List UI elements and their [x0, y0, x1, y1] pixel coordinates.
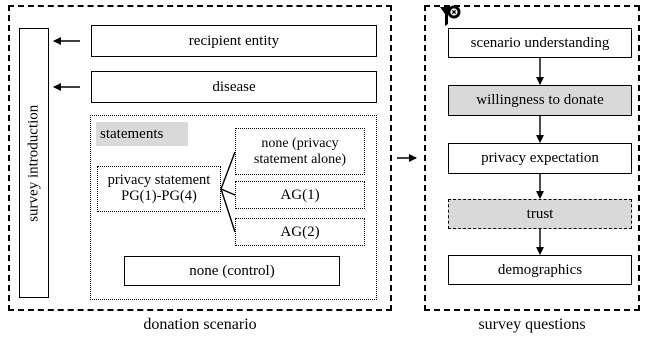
trust-box: trust: [448, 199, 632, 229]
willingness-to-donate-box: willingness to donate: [448, 85, 632, 116]
survey-introduction-box: survey introduction: [19, 28, 49, 298]
survey-questions-caption: survey questions: [478, 316, 586, 333]
fan-line-ag1: [220, 188, 236, 196]
recipient-entity-label: recipient entity: [188, 32, 280, 49]
recipient-entity-box: recipient entity: [91, 25, 377, 57]
demographics-label: demographics: [497, 261, 583, 278]
willingness-to-donate-label: willingness to donate: [476, 92, 604, 109]
none-privacy-statement-box: none (privacy statement alone): [235, 128, 365, 175]
none-privacy-line1: none (privacy: [261, 136, 339, 152]
ag2-label: AG(2): [280, 223, 320, 240]
privacy-expectation-box: privacy expectation: [448, 143, 632, 174]
ag1-label: AG(1): [280, 186, 320, 203]
donation-scenario-caption: donation scenario: [143, 316, 257, 333]
fan-line-ag2: [220, 188, 236, 233]
privacy-statement-box: privacy statement PG(1)-PG(4): [97, 166, 221, 212]
scenario-understanding-box: scenario understanding: [448, 28, 632, 58]
demographics-box: demographics: [448, 255, 632, 285]
disease-label: disease: [212, 78, 256, 95]
ag1-box: AG(1): [235, 181, 365, 209]
trust-label: trust: [526, 205, 554, 222]
none-control-label: none (control): [189, 262, 275, 279]
statements-title: statements: [96, 122, 188, 146]
statements-panel: [90, 115, 377, 300]
survey-logo-icon: [439, 4, 465, 30]
none-control-box: none (control): [124, 256, 340, 286]
survey-questions-panel: [424, 5, 640, 311]
none-privacy-line2: statement alone): [253, 151, 347, 167]
privacy-statement-line2: PG(1)-PG(4): [121, 188, 197, 204]
ag2-box: AG(2): [235, 218, 365, 246]
statements-title-label: statements: [100, 125, 164, 142]
donation-scenario-panel: [8, 5, 392, 311]
privacy-statement-line1: privacy statement: [107, 172, 211, 189]
privacy-expectation-label: privacy expectation: [481, 150, 599, 167]
disease-box: disease: [91, 71, 377, 103]
fan-line-none: [220, 151, 236, 190]
scenario-understanding-label: scenario understanding: [470, 34, 610, 51]
